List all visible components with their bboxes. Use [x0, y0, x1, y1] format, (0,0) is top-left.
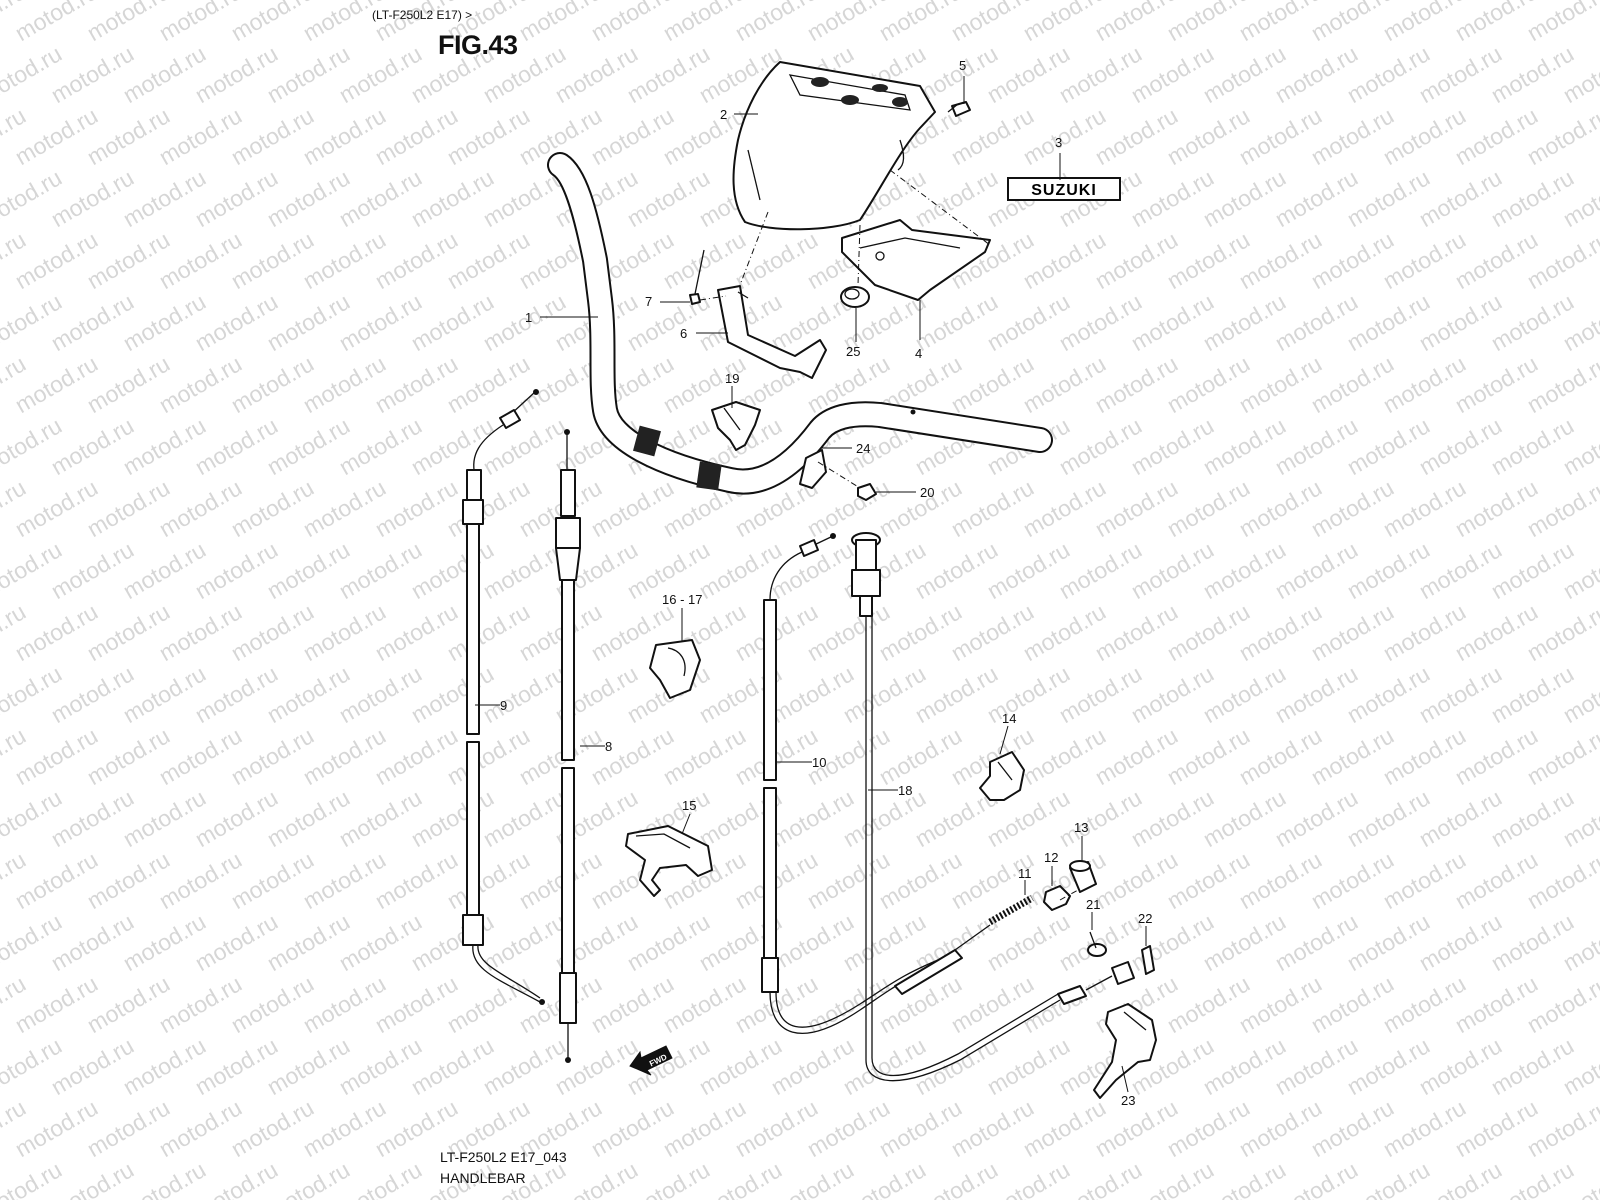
choke-cable-18[interactable] [851, 532, 1135, 1082]
leader-lines [475, 76, 1147, 1093]
holder-24[interactable] [799, 449, 827, 489]
callout-part-20: 20 [920, 485, 934, 500]
handlebar-cover[interactable] [732, 61, 936, 231]
callout-part-24: 24 [856, 441, 870, 456]
section-name: HANDLEBAR [440, 1170, 526, 1186]
callout-part-8: 8 [605, 739, 612, 754]
figure-title: FIG.43 [438, 30, 518, 60]
bushing-13[interactable] [1069, 860, 1097, 893]
cable-10[interactable] [761, 533, 951, 1034]
knurl-band-right [696, 461, 722, 491]
clip-22[interactable] [1141, 945, 1155, 975]
lever-23[interactable] [1093, 1003, 1157, 1099]
callout-part-14: 14 [1002, 711, 1016, 726]
pin-21[interactable] [1087, 931, 1107, 957]
fwd-direction-marker: FWD [629, 1045, 673, 1076]
callout-part-3: 3 [1055, 135, 1062, 150]
cable-9[interactable] [462, 389, 545, 1005]
callout-part-12: 12 [1044, 850, 1058, 865]
cable-8[interactable] [555, 429, 581, 1063]
drawing-code: LT-F250L2 E17_043 [440, 1149, 567, 1165]
model-variant-label: (LT-F250L2 E17) > [372, 8, 473, 22]
callout-part-13: 13 [1074, 820, 1088, 835]
spring-11[interactable] [894, 894, 1034, 995]
collar-12[interactable] [1043, 885, 1071, 911]
screw-7[interactable] [689, 249, 705, 305]
emblem-text: SUZUKI [1031, 182, 1097, 199]
callout-part-22: 22 [1138, 911, 1152, 926]
clamp-16-17[interactable] [649, 639, 701, 699]
callout-part-6: 6 [680, 326, 687, 341]
cover-bracket-left[interactable] [717, 285, 827, 379]
callout-labels: 1 2 3 4 5 6 7 8 9 10 11 12 13 14 15 16 -… [500, 58, 1152, 1108]
callout-part-10: 10 [812, 755, 826, 770]
callout-part-2: 2 [720, 107, 727, 122]
callout-part-1: 1 [525, 310, 532, 325]
cover-bracket-right[interactable] [841, 219, 991, 301]
suzuki-emblem[interactable]: SUZUKI [1007, 177, 1121, 201]
callout-part-11: 11 [1018, 866, 1032, 881]
clamp-15[interactable] [625, 825, 713, 897]
callout-part-23: 23 [1121, 1093, 1135, 1108]
callout-part-5: 5 [959, 58, 966, 73]
holder-19[interactable] [711, 401, 761, 451]
callout-part-21: 21 [1086, 897, 1100, 912]
handlebar[interactable] [547, 152, 1053, 495]
callout-part-25: 25 [846, 344, 860, 359]
callout-part-15: 15 [682, 798, 696, 813]
callout-part-9: 9 [500, 698, 507, 713]
callout-part-18: 18 [898, 783, 912, 798]
clamp-14[interactable] [979, 751, 1025, 801]
callout-part-7: 7 [645, 294, 652, 309]
assembly-lines [699, 169, 1079, 901]
grommet-25[interactable] [840, 286, 870, 308]
callout-part-4: 4 [915, 346, 922, 361]
callout-part-19: 19 [725, 371, 739, 386]
callout-part-16-17: 16 - 17 [662, 592, 702, 607]
bolt-20[interactable] [857, 483, 877, 501]
screw-5[interactable] [947, 101, 971, 117]
knurl-band-left [633, 425, 661, 457]
